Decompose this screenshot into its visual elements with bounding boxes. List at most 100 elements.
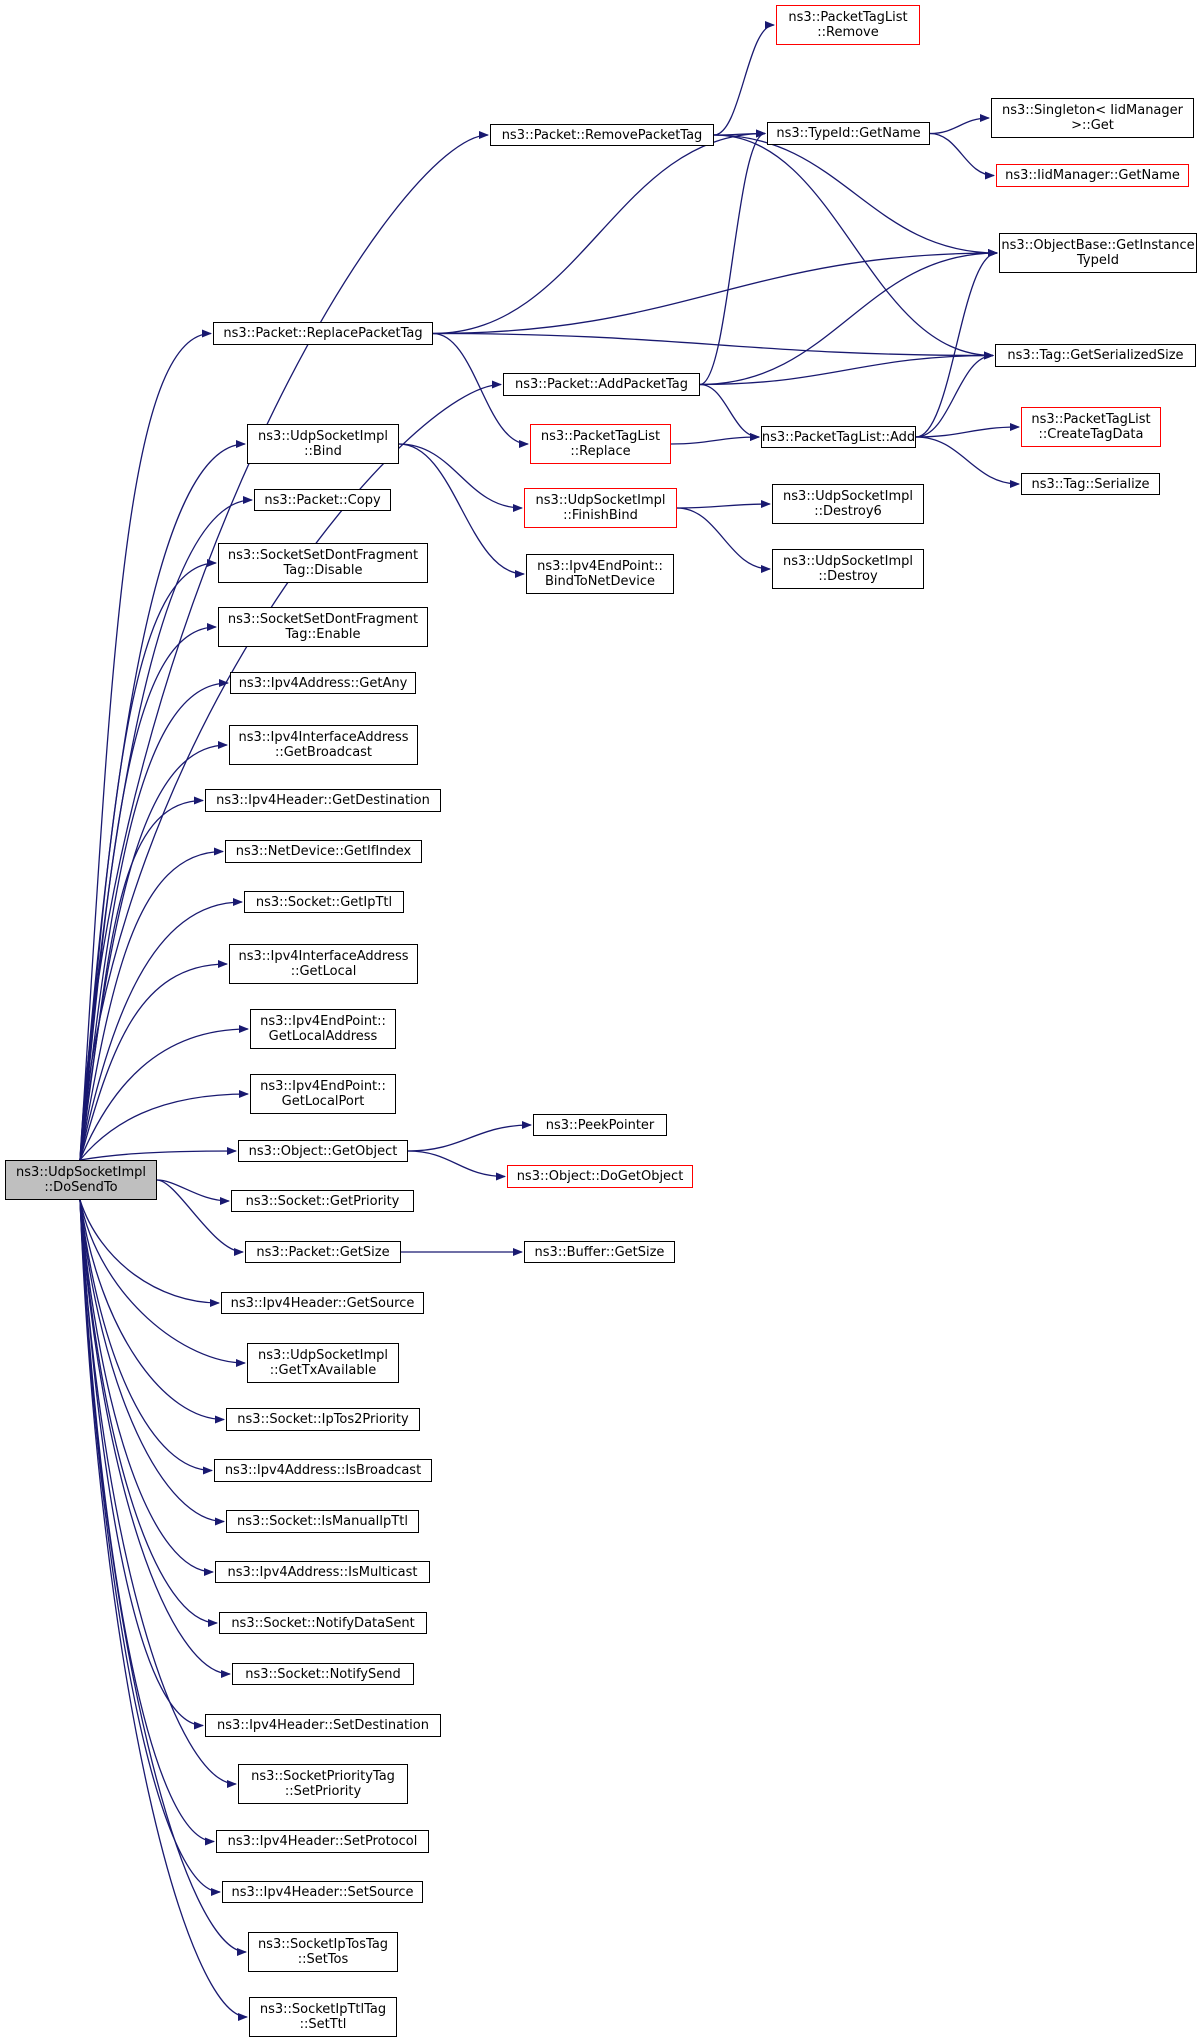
node-tag-list-remove[interactable]: ns3::PacketTagList::Remove — [776, 5, 920, 45]
node-get-tx-available[interactable]: ns3::UdpSocketImpl::GetTxAvailable — [247, 1343, 399, 1383]
edge-dosendto-to-get_source — [79, 1199, 220, 1307]
edge-dosendto-to-get_size — [156, 1179, 244, 1256]
node-label: ns3::TypeId::GetName — [776, 126, 921, 141]
node-label: ns3::Packet::AddPacketTag — [514, 377, 689, 392]
node-label: ::Replace — [570, 444, 631, 459]
node-label: ns3::Ipv4EndPoint:: — [260, 1079, 386, 1094]
node-get-size[interactable]: ns3::Packet::GetSize — [245, 1241, 401, 1263]
edge-dosendto-to-bind — [79, 440, 246, 1161]
node-replace-packet-tag[interactable]: ns3::Packet::ReplacePacketTag — [213, 322, 433, 345]
edge-typeid_getname-to-singleton_get — [929, 114, 990, 135]
node-tag-list-createtagdata[interactable]: ns3::PacketTagList::CreateTagData — [1021, 407, 1161, 447]
node-peek-pointer[interactable]: ns3::PeekPointer — [533, 1114, 667, 1136]
edge-remove_packet_tag-to-tag_list_remove — [713, 21, 775, 136]
node-is-multicast[interactable]: ns3::Ipv4Address::IsMulticast — [215, 1561, 430, 1583]
node-typeid-getname[interactable]: ns3::TypeId::GetName — [767, 122, 930, 145]
node-tag-serialize[interactable]: ns3::Tag::Serialize — [1021, 473, 1160, 495]
edge-dosendto-to-set_ttl — [79, 1199, 248, 2021]
node-set-ttl[interactable]: ns3::SocketIpTtlTag::SetTtl — [249, 1997, 397, 2037]
node-tag-list-add[interactable]: ns3::PacketTagList::Add — [761, 426, 916, 448]
node-get-object[interactable]: ns3::Object::GetObject — [238, 1140, 408, 1162]
node-iidmanager-getname[interactable]: ns3::IidManager::GetName — [996, 164, 1189, 187]
node-add-packet-tag[interactable]: ns3::Packet::AddPacketTag — [503, 373, 700, 396]
node-is-manual-ipttl[interactable]: ns3::Socket::IsManualIpTtl — [226, 1510, 419, 1533]
node-buffer-getsize[interactable]: ns3::Buffer::GetSize — [524, 1241, 675, 1263]
edge-dosendto-to-replace_packet_tag — [79, 329, 212, 1161]
node-label: ns3::UdpSocketImpl — [16, 1165, 146, 1180]
edge-dosendto-to-get_local — [79, 960, 228, 1161]
edge-tag_list_add-to-objectbase_getinstancetypeid — [915, 249, 998, 438]
node-finish-bind[interactable]: ns3::UdpSocketImpl::FinishBind — [524, 488, 677, 528]
node-copy[interactable]: ns3::Packet::Copy — [254, 489, 391, 511]
node-get-broadcast[interactable]: ns3::Ipv4InterfaceAddress::GetBroadcast — [229, 725, 418, 765]
node-set-destination[interactable]: ns3::Ipv4Header::SetDestination — [205, 1714, 441, 1737]
node-label: ns3::Ipv4Address::IsBroadcast — [224, 1463, 422, 1478]
node-label: ns3::SocketIpTtlTag — [259, 2002, 387, 2017]
edge-dosendto-to-get_tx_available — [79, 1199, 246, 1367]
node-label: GetLocalAddress — [268, 1029, 378, 1044]
node-label: ns3::Buffer::GetSize — [534, 1244, 665, 1260]
node-get-any[interactable]: ns3::Ipv4Address::GetAny — [230, 672, 416, 694]
node-get-local-port[interactable]: ns3::Ipv4EndPoint::GetLocalPort — [250, 1074, 396, 1114]
node-label: ns3::Ipv4EndPoint:: — [260, 1014, 386, 1029]
node-notify-data-sent[interactable]: ns3::Socket::NotifyDataSent — [219, 1612, 427, 1634]
edge-tag_list_add-to-tag_getserializedsize — [915, 351, 994, 438]
node-get-local[interactable]: ns3::Ipv4InterfaceAddress::GetLocal — [229, 944, 418, 984]
edge-dosendto-to-set_protocol — [79, 1199, 215, 1846]
node-set-tos[interactable]: ns3::SocketIpTosTag::SetTos — [248, 1932, 398, 1972]
edge-tag_list_add-to-tag_serialize — [915, 436, 1020, 488]
node-set-source[interactable]: ns3::Ipv4Header::SetSource — [222, 1881, 423, 1903]
node-get-local-address[interactable]: ns3::Ipv4EndPoint::GetLocalAddress — [250, 1009, 396, 1049]
node-singleton-get[interactable]: ns3::Singleton< IidManager>::Get — [991, 98, 1194, 138]
edge-get_object-to-do_get_object — [407, 1150, 506, 1181]
node-label: ns3::UdpSocketImpl — [258, 1348, 388, 1363]
edge-dosendto-to-get_object — [79, 1147, 237, 1161]
node-label: ns3::SocketSetDontFragment — [227, 612, 419, 627]
edge-tag_list_add-to-tag_list_createtagdata — [915, 423, 1020, 438]
node-label: ns3::Socket::NotifySend — [245, 1666, 401, 1682]
node-label: ::DoSendTo — [44, 1180, 118, 1195]
node-is-broadcast[interactable]: ns3::Ipv4Address::IsBroadcast — [214, 1459, 432, 1482]
edge-add_packet_tag-to-typeid_getname — [699, 129, 766, 386]
node-label: ns3::Ipv4InterfaceAddress — [238, 949, 409, 964]
node-bind-to-netdevice[interactable]: ns3::Ipv4EndPoint::BindToNetDevice — [526, 554, 674, 594]
edge-remove_packet_tag-to-tag_getserializedsize — [713, 134, 994, 360]
node-get-priority[interactable]: ns3::Socket::GetPriority — [231, 1190, 414, 1212]
node-label: ns3::Socket::GetPriority — [245, 1193, 400, 1209]
node-destroy[interactable]: ns3::UdpSocketImpl::Destroy — [772, 549, 924, 589]
node-label: Tag::Disable — [283, 563, 363, 578]
edge-add_packet_tag-to-tag_list_add — [699, 383, 760, 441]
node-tag-getserializedsize[interactable]: ns3::Tag::GetSerializedSize — [995, 344, 1196, 367]
node-label: ns3::PacketTagList — [540, 429, 661, 444]
node-iptos2priority[interactable]: ns3::Socket::IpTos2Priority — [226, 1408, 420, 1431]
node-get-ipttl[interactable]: ns3::Socket::GetIpTtl — [244, 891, 404, 913]
node-notify-send[interactable]: ns3::Socket::NotifySend — [232, 1663, 414, 1685]
node-remove-packet-tag[interactable]: ns3::Packet::RemovePacketTag — [490, 124, 714, 146]
edge-bind-to-bind_to_netdevice — [398, 443, 525, 578]
node-destroy6[interactable]: ns3::UdpSocketImpl::Destroy6 — [772, 484, 924, 524]
node-set-protocol[interactable]: ns3::Ipv4Header::SetProtocol — [216, 1830, 429, 1853]
node-label: ::Remove — [817, 25, 879, 40]
edge-dosendto-to-get_local_port — [79, 1090, 249, 1161]
node-do-get-object[interactable]: ns3::Object::DoGetObject — [507, 1165, 693, 1188]
edge-finish_bind-to-destroy6 — [676, 500, 771, 509]
node-label: ns3::Ipv4InterfaceAddress — [238, 730, 409, 745]
node-tag-list-replace[interactable]: ns3::PacketTagList::Replace — [530, 424, 671, 464]
node-get-source[interactable]: ns3::Ipv4Header::GetSource — [221, 1292, 424, 1314]
edge-replace_packet_tag-to-tag_list_replace — [432, 332, 529, 448]
node-bind[interactable]: ns3::UdpSocketImpl::Bind — [247, 424, 399, 464]
node-label: ns3::Tag::Serialize — [1031, 476, 1150, 492]
node-set-priority[interactable]: ns3::SocketPriorityTag::SetPriority — [238, 1764, 408, 1804]
edge-add_packet_tag-to-tag_getserializedsize — [699, 351, 994, 386]
node-label: ns3::SocketIpTosTag — [257, 1937, 389, 1952]
node-get-ifindex[interactable]: ns3::NetDevice::GetIfIndex — [225, 840, 422, 863]
node-get-destination[interactable]: ns3::Ipv4Header::GetDestination — [205, 789, 441, 812]
edge-dosendto-to-is_manual_ipttl — [79, 1199, 225, 1526]
edge-dosendto-to-set_priority — [79, 1199, 237, 1788]
edge-finish_bind-to-destroy — [676, 507, 771, 573]
